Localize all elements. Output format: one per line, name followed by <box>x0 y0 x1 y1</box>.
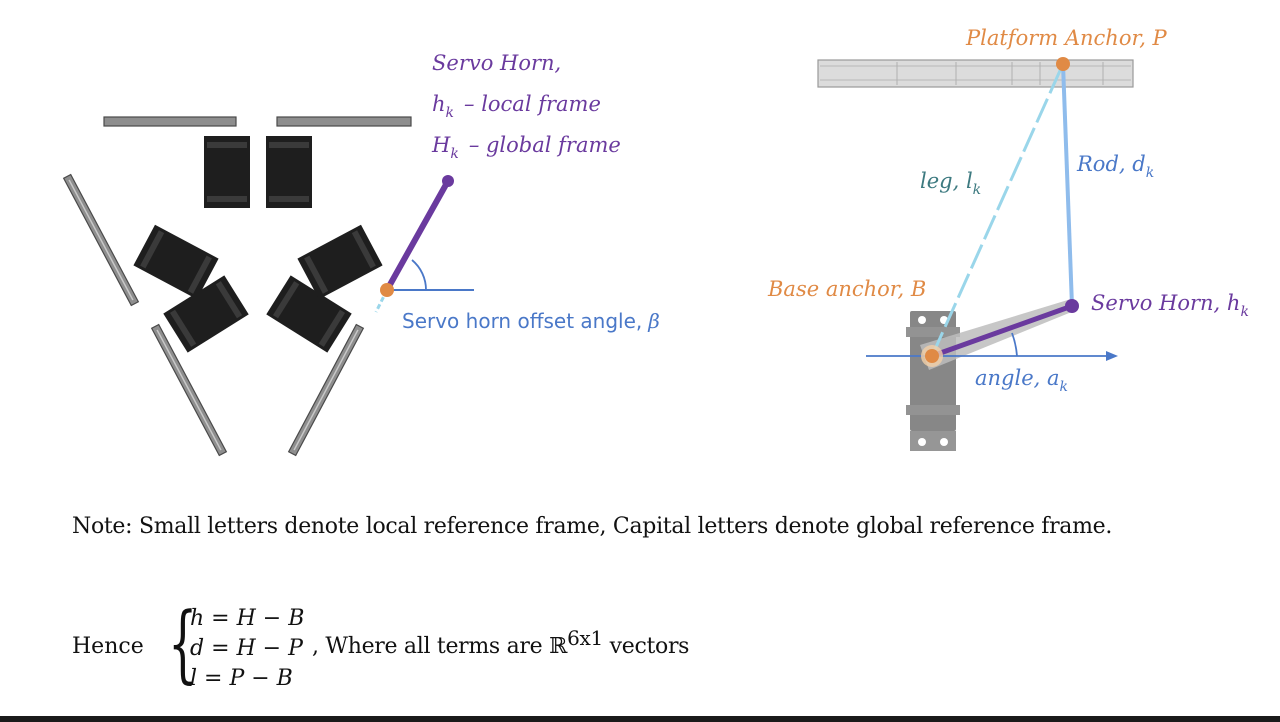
rod-label: Rod, dk <box>1076 152 1154 181</box>
platform-plate <box>817 59 1134 88</box>
curly-brace: { <box>168 594 198 692</box>
top-left-plate <box>103 116 237 127</box>
top-right-plate <box>276 116 412 127</box>
servo-motor-icon <box>266 136 312 208</box>
platform-anchor-point <box>1056 57 1070 71</box>
servo-horn-arm-right <box>929 303 1075 359</box>
servo-horn-label: Servo Horn, hk <box>1091 291 1249 320</box>
horn-tip-point-right <box>1065 299 1079 313</box>
leg-line <box>930 63 1065 357</box>
rod-line <box>1061 63 1074 307</box>
servo-motor-icon <box>906 311 960 451</box>
angle-arc <box>1011 332 1018 357</box>
left-upper-arm-plate <box>62 173 140 307</box>
angle-label: angle, ak <box>975 366 1068 395</box>
bottom-bar <box>0 716 1280 722</box>
global-frame-label: Hk– global frame <box>431 133 621 162</box>
note-text: Note: Small letters denote local referen… <box>72 514 1113 539</box>
base-anchor-label: Base anchor, B <box>767 277 926 301</box>
horn-tip-point <box>442 175 454 187</box>
servo-motor-icon <box>204 136 250 208</box>
servo-horn-title: Servo Horn, <box>432 51 561 75</box>
equation-l: l = P − B <box>190 666 293 691</box>
leg-label: leg, lk <box>920 169 981 198</box>
local-frame-label: hk– local frame <box>432 92 601 121</box>
axis-arrowhead <box>1106 351 1118 361</box>
equation-h: h = H − B <box>190 606 305 631</box>
offset-angle-arc <box>411 259 427 291</box>
servo-hexagon-arrangement <box>62 116 412 457</box>
base-anchor-point <box>925 349 939 363</box>
servo-horn-arm <box>384 178 451 293</box>
base-anchor-point-left <box>380 283 394 297</box>
platform-anchor-label: Platform Anchor, P <box>965 26 1168 50</box>
hence-label: Hence <box>72 634 144 659</box>
equation-d: d = H − P <box>190 636 303 661</box>
offset-angle-label: Servo horn offset angle,β <box>402 309 660 333</box>
vector-statement: , Where all terms are ℝ6x1 vectors <box>312 626 690 659</box>
